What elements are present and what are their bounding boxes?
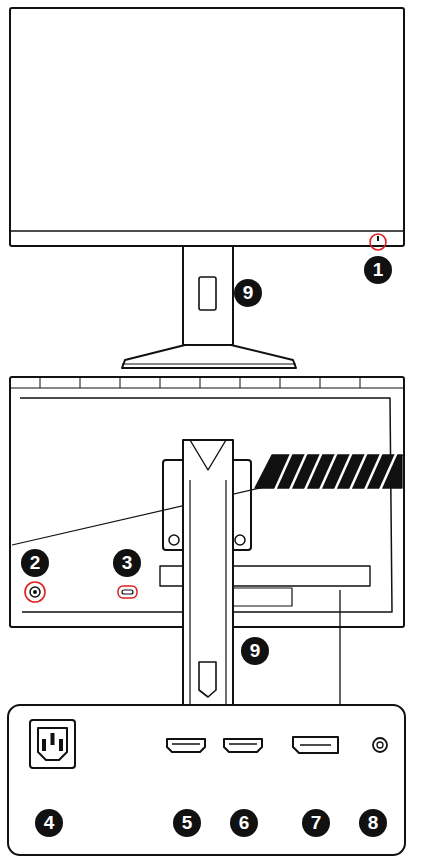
callout-number: 8 bbox=[359, 809, 387, 837]
power-socket bbox=[30, 720, 75, 768]
joystick-mark bbox=[25, 582, 45, 602]
audio-jack bbox=[373, 738, 387, 752]
callout-number: 3 bbox=[113, 549, 141, 577]
front-stand-base bbox=[122, 345, 296, 368]
callout-number: 7 bbox=[302, 809, 330, 837]
callout-number: 5 bbox=[173, 809, 201, 837]
callout-number: 9 bbox=[241, 637, 269, 665]
port-panel bbox=[8, 705, 405, 855]
vent-slots bbox=[255, 452, 402, 490]
callout-number: 9 bbox=[234, 279, 262, 307]
power-button-mark bbox=[370, 234, 386, 250]
back-ribs bbox=[40, 378, 360, 388]
callout-number: 1 bbox=[364, 256, 392, 284]
front-stand-neck bbox=[183, 246, 233, 345]
usb-c-mark bbox=[118, 586, 137, 598]
back-stand-neck bbox=[183, 440, 233, 722]
front-bezel bbox=[10, 8, 404, 246]
callout-number: 4 bbox=[35, 809, 63, 837]
callout-number: 6 bbox=[230, 809, 258, 837]
hdmi-port bbox=[224, 739, 262, 752]
hdmi-port bbox=[167, 739, 205, 752]
leader-line bbox=[339, 590, 340, 705]
displayport bbox=[293, 737, 338, 753]
callout-number: 2 bbox=[21, 549, 49, 577]
